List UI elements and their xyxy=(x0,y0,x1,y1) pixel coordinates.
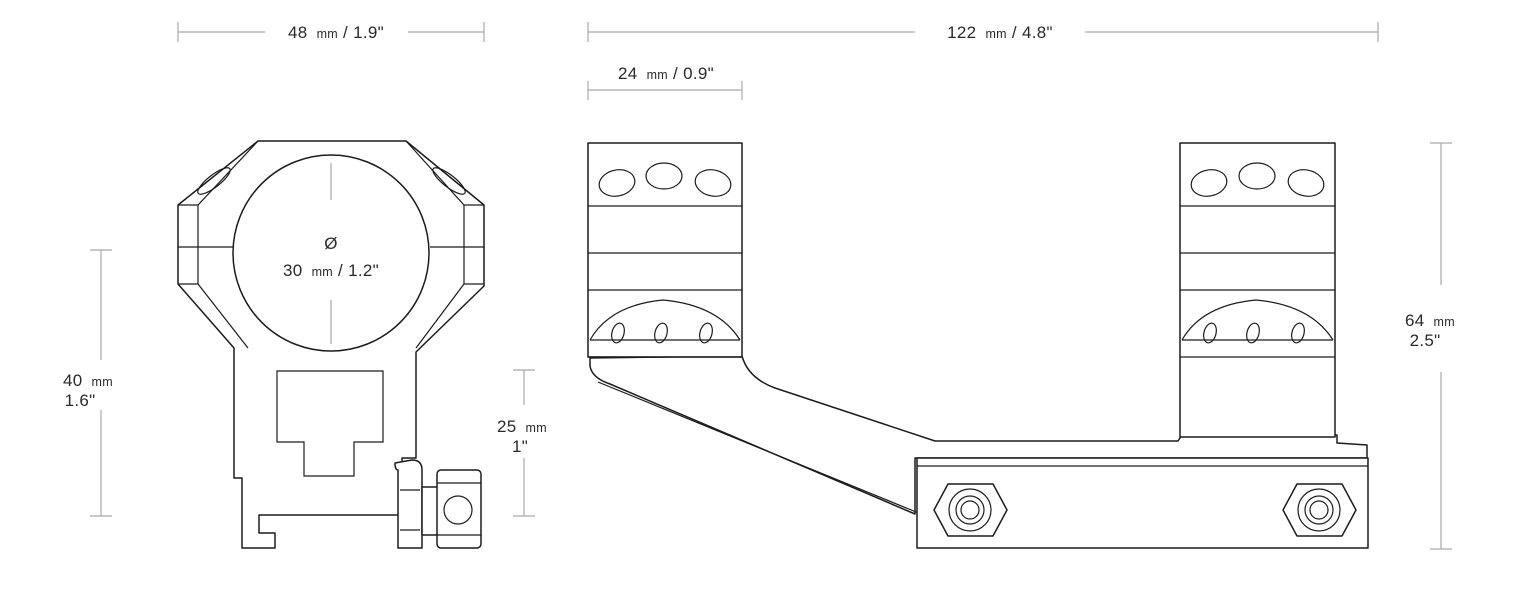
ring-right-top-hole-2 xyxy=(1238,162,1276,190)
dimension-center-height: 40 mm 1.6" xyxy=(63,249,113,517)
clamp-nut xyxy=(436,469,482,549)
diameter-symbol: Ø xyxy=(324,234,338,253)
ring-left-bottom-hole-2 xyxy=(654,322,668,344)
ring-right-bottom-hole-1 xyxy=(1203,322,1217,344)
center-height-imperial: 1.6" xyxy=(65,391,96,410)
dimension-base-height: 25 mm 1" xyxy=(497,369,547,517)
ring-width-label: 48 mm / 1.9" xyxy=(288,23,384,42)
side-ring-left xyxy=(587,142,743,358)
recoil-lug-window xyxy=(276,370,384,477)
top-screw-slot-left xyxy=(197,167,231,195)
ring-right-bottom-hole-2 xyxy=(1246,322,1260,344)
clamp-nut-hole xyxy=(443,495,473,525)
base-height-label: 25 mm xyxy=(497,417,547,436)
top-screw-slot-right xyxy=(432,167,466,195)
ring-diameter-label: 30 mm / 1.2" xyxy=(283,261,379,280)
total-height-label: 64 mm xyxy=(1405,311,1455,330)
side-ring-right xyxy=(1179,142,1336,438)
ring-left-bottom-hole-1 xyxy=(611,322,625,344)
ring-left-block xyxy=(587,142,743,358)
ring-spacing-label: 24 mm / 0.9" xyxy=(618,64,714,83)
clamp-jaw xyxy=(394,459,423,549)
side-view-mount xyxy=(587,142,1369,549)
ring-right-bottom-hole-3 xyxy=(1291,322,1305,344)
total-height-imperial: 2.5" xyxy=(1410,331,1441,350)
rail-bolt-right xyxy=(1282,483,1357,537)
ring-right-top-hole-1 xyxy=(1190,169,1228,197)
dimension-mount-length: 122 mm / 4.8" xyxy=(587,22,1379,42)
ring-left-top-hole-2 xyxy=(645,162,683,190)
ring-left-top-hole-1 xyxy=(598,169,636,197)
ring-left-bottom-hole-3 xyxy=(699,322,713,344)
scope-bore xyxy=(232,154,430,352)
front-view-ring: Ø 30 mm / 1.2" xyxy=(177,140,485,549)
dimension-ring-width: 48 mm / 1.9" xyxy=(177,22,485,42)
rail-bolt-left xyxy=(933,483,1008,537)
ring-right-top-hole-3 xyxy=(1287,169,1325,197)
center-height-label: 40 mm xyxy=(63,371,113,390)
mount-length-label: 122 mm / 4.8" xyxy=(947,23,1053,42)
base-height-imperial: 1" xyxy=(512,437,528,456)
clamp-bolt-shaft xyxy=(421,486,439,536)
mount-body xyxy=(589,355,1368,515)
dimension-total-height: 64 mm 2.5" xyxy=(1405,142,1455,550)
dimension-ring-spacing: 24 mm / 0.9" xyxy=(587,64,743,100)
ring-left-top-hole-3 xyxy=(694,169,732,197)
